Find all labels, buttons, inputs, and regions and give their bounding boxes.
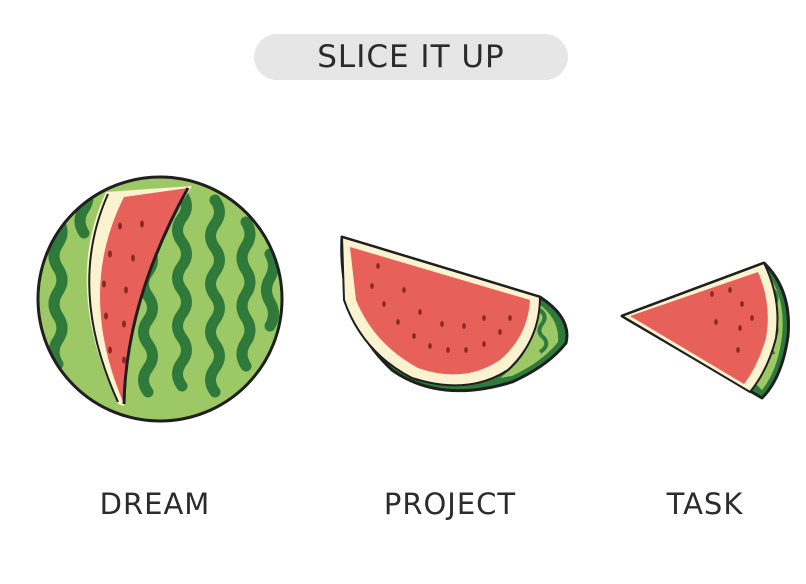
watermelon-half-slice-icon	[340, 235, 569, 393]
label-task: TASK	[666, 487, 744, 521]
whole-watermelon-icon	[36, 175, 284, 423]
label-project: PROJECT	[383, 487, 517, 521]
watermelon-wedge-icon	[620, 261, 790, 400]
page-title: SLICE IT UP	[317, 39, 505, 75]
label-dream: DREAM	[99, 487, 211, 521]
title-pill: SLICE IT UP	[254, 34, 568, 80]
